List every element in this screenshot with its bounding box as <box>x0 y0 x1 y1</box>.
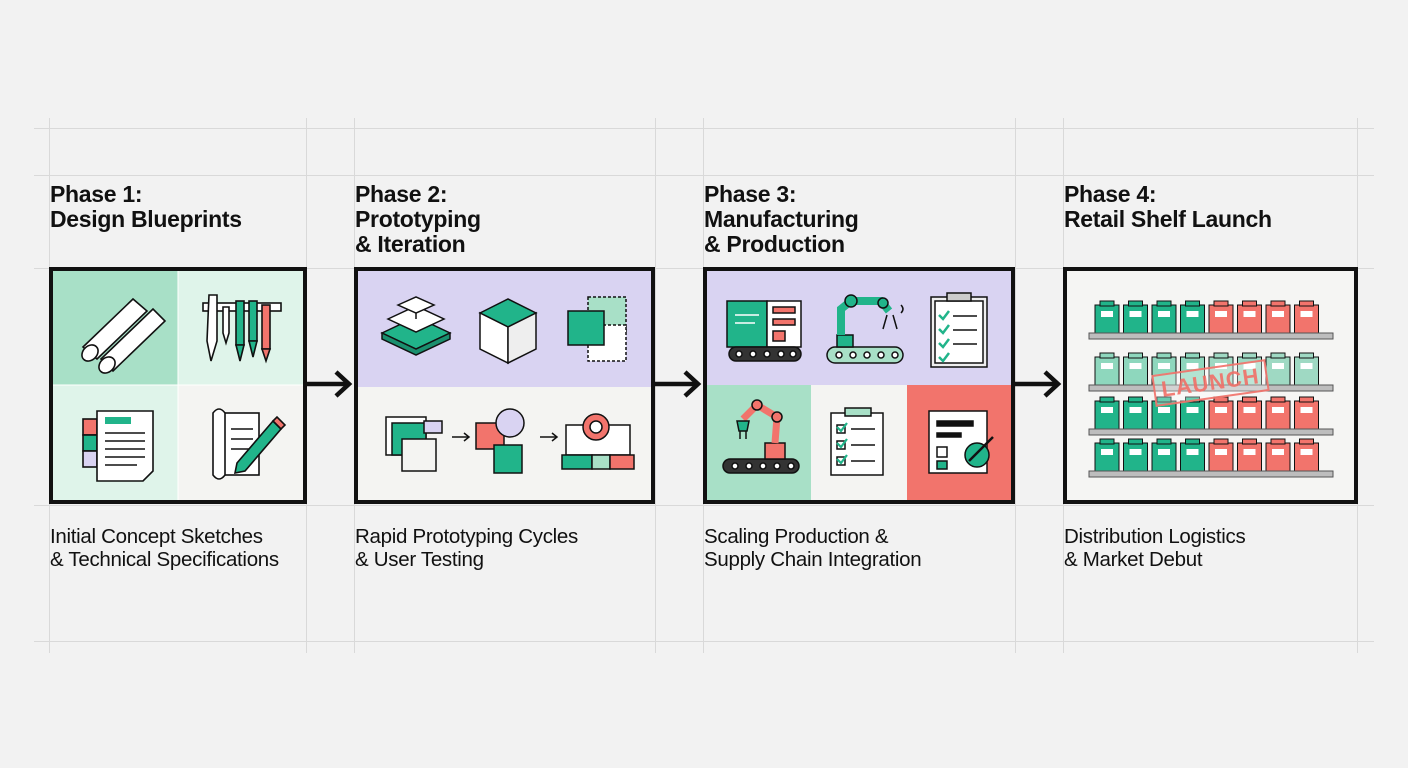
product-box <box>1151 396 1177 430</box>
product-box <box>1265 300 1291 334</box>
phase-2-title-line2: Prototyping <box>355 206 481 232</box>
product-box <box>1208 352 1234 386</box>
phase-4-desc-line1: Distribution Logistics <box>1064 525 1246 548</box>
approval-document-icon <box>928 410 994 474</box>
retail-shelf-icon <box>1088 300 1334 478</box>
quality-checklist-icon <box>830 407 884 476</box>
phase-2-desc-line1: Rapid Prototyping Cycles <box>355 525 578 548</box>
product-box <box>1094 438 1120 472</box>
phase-2-illustration <box>358 271 651 500</box>
product-box <box>1294 438 1319 472</box>
phase-1-description: Initial Concept Sketches & Technical Spe… <box>50 525 279 571</box>
product-box <box>1151 438 1177 472</box>
product-box <box>1237 352 1262 386</box>
arrow-right-icon <box>655 370 702 398</box>
phase-2-desc-line2: & User Testing <box>355 548 484 571</box>
grid-line <box>34 505 1374 506</box>
phase-2-description: Rapid Prototyping Cycles & User Testing <box>355 525 578 571</box>
phase-2-panel <box>354 267 655 504</box>
product-box <box>1180 300 1205 334</box>
blueprint-rolls-icon <box>81 297 167 374</box>
phase-2-title-line1: Phase 2: <box>355 181 448 207</box>
phase-3-desc-line1: Scaling Production & <box>704 525 889 548</box>
phase-4-title-line1: Phase 4: <box>1064 181 1157 207</box>
phase-2-title-line3: & Iteration <box>355 231 466 257</box>
shelf-board <box>1088 384 1334 392</box>
product-box <box>1094 300 1120 334</box>
spec-documents-icon <box>82 410 154 482</box>
product-box <box>1237 396 1262 430</box>
phase-3-title-line2: Manufacturing <box>704 206 859 232</box>
product-box <box>1237 438 1262 472</box>
product-box <box>1123 300 1148 334</box>
phase-1-title: Phase 1: Design Blueprints <box>50 182 242 232</box>
arrow-right-icon <box>1015 370 1062 398</box>
arrow-right-icon <box>306 370 353 398</box>
grid-line <box>34 128 1374 129</box>
cube-icon <box>478 298 538 365</box>
grid-line <box>34 641 1374 642</box>
assembly-robot-icon <box>722 399 800 474</box>
phase-3-title-line1: Phase 3: <box>704 181 797 207</box>
product-box <box>1094 396 1120 430</box>
factory-machine-icon <box>726 300 802 362</box>
phase-3-desc-line2: Supply Chain Integration <box>704 548 922 571</box>
overlapping-squares-icon <box>567 296 627 362</box>
layered-model-icon <box>380 296 452 356</box>
product-box <box>1123 438 1148 472</box>
shelf-board <box>1088 332 1334 340</box>
product-box <box>1208 438 1234 472</box>
product-box <box>1265 438 1291 472</box>
grid-line <box>34 175 1374 176</box>
robot-arm-icon <box>826 294 904 364</box>
product-box <box>1151 300 1177 334</box>
product-box <box>1208 396 1234 430</box>
product-box <box>1180 396 1205 430</box>
phase-1-desc-line1: Initial Concept Sketches <box>50 525 263 548</box>
product-box <box>1123 396 1148 430</box>
checklist-clipboard-icon <box>930 292 988 368</box>
product-box <box>1208 300 1234 334</box>
phase-3-title: Phase 3: Manufacturing & Production <box>704 182 859 257</box>
product-box <box>1294 300 1319 334</box>
product-box <box>1294 396 1319 430</box>
phase-4-description: Distribution Logistics & Market Debut <box>1064 525 1246 571</box>
product-box <box>1180 438 1205 472</box>
phase-3-description: Scaling Production & Supply Chain Integr… <box>704 525 922 571</box>
product-box <box>1265 352 1291 386</box>
shelf-board <box>1088 428 1334 436</box>
phase-3-illustration <box>707 271 1011 500</box>
product-box <box>1094 352 1120 386</box>
phase-4-desc-line2: & Market Debut <box>1064 548 1203 571</box>
caliper-pens-icon <box>202 294 282 364</box>
product-box <box>1123 352 1148 386</box>
shelf-board <box>1088 470 1334 478</box>
phase-4-title-line2: Retail Shelf Launch <box>1064 206 1272 232</box>
product-box <box>1294 352 1319 386</box>
phase-4-title: Phase 4: Retail Shelf Launch <box>1064 182 1272 232</box>
phase-3-title-line3: & Production <box>704 231 845 257</box>
sketch-pencil-icon <box>212 408 287 480</box>
phase-1-title-line1: Phase 1: <box>50 181 143 207</box>
product-box <box>1237 300 1262 334</box>
phase-1-desc-line2: & Technical Specifications <box>50 548 279 571</box>
phase-1-panel <box>49 267 307 504</box>
iteration-flow-icon <box>385 408 635 474</box>
phase-1-illustration <box>53 271 303 500</box>
phase-1-title-line2: Design Blueprints <box>50 206 242 232</box>
phase-3-panel <box>703 267 1015 504</box>
product-box <box>1265 396 1291 430</box>
phase-2-title: Phase 2: Prototyping & Iteration <box>355 182 481 257</box>
phase-4-panel: LAUNCH <box>1063 267 1358 504</box>
